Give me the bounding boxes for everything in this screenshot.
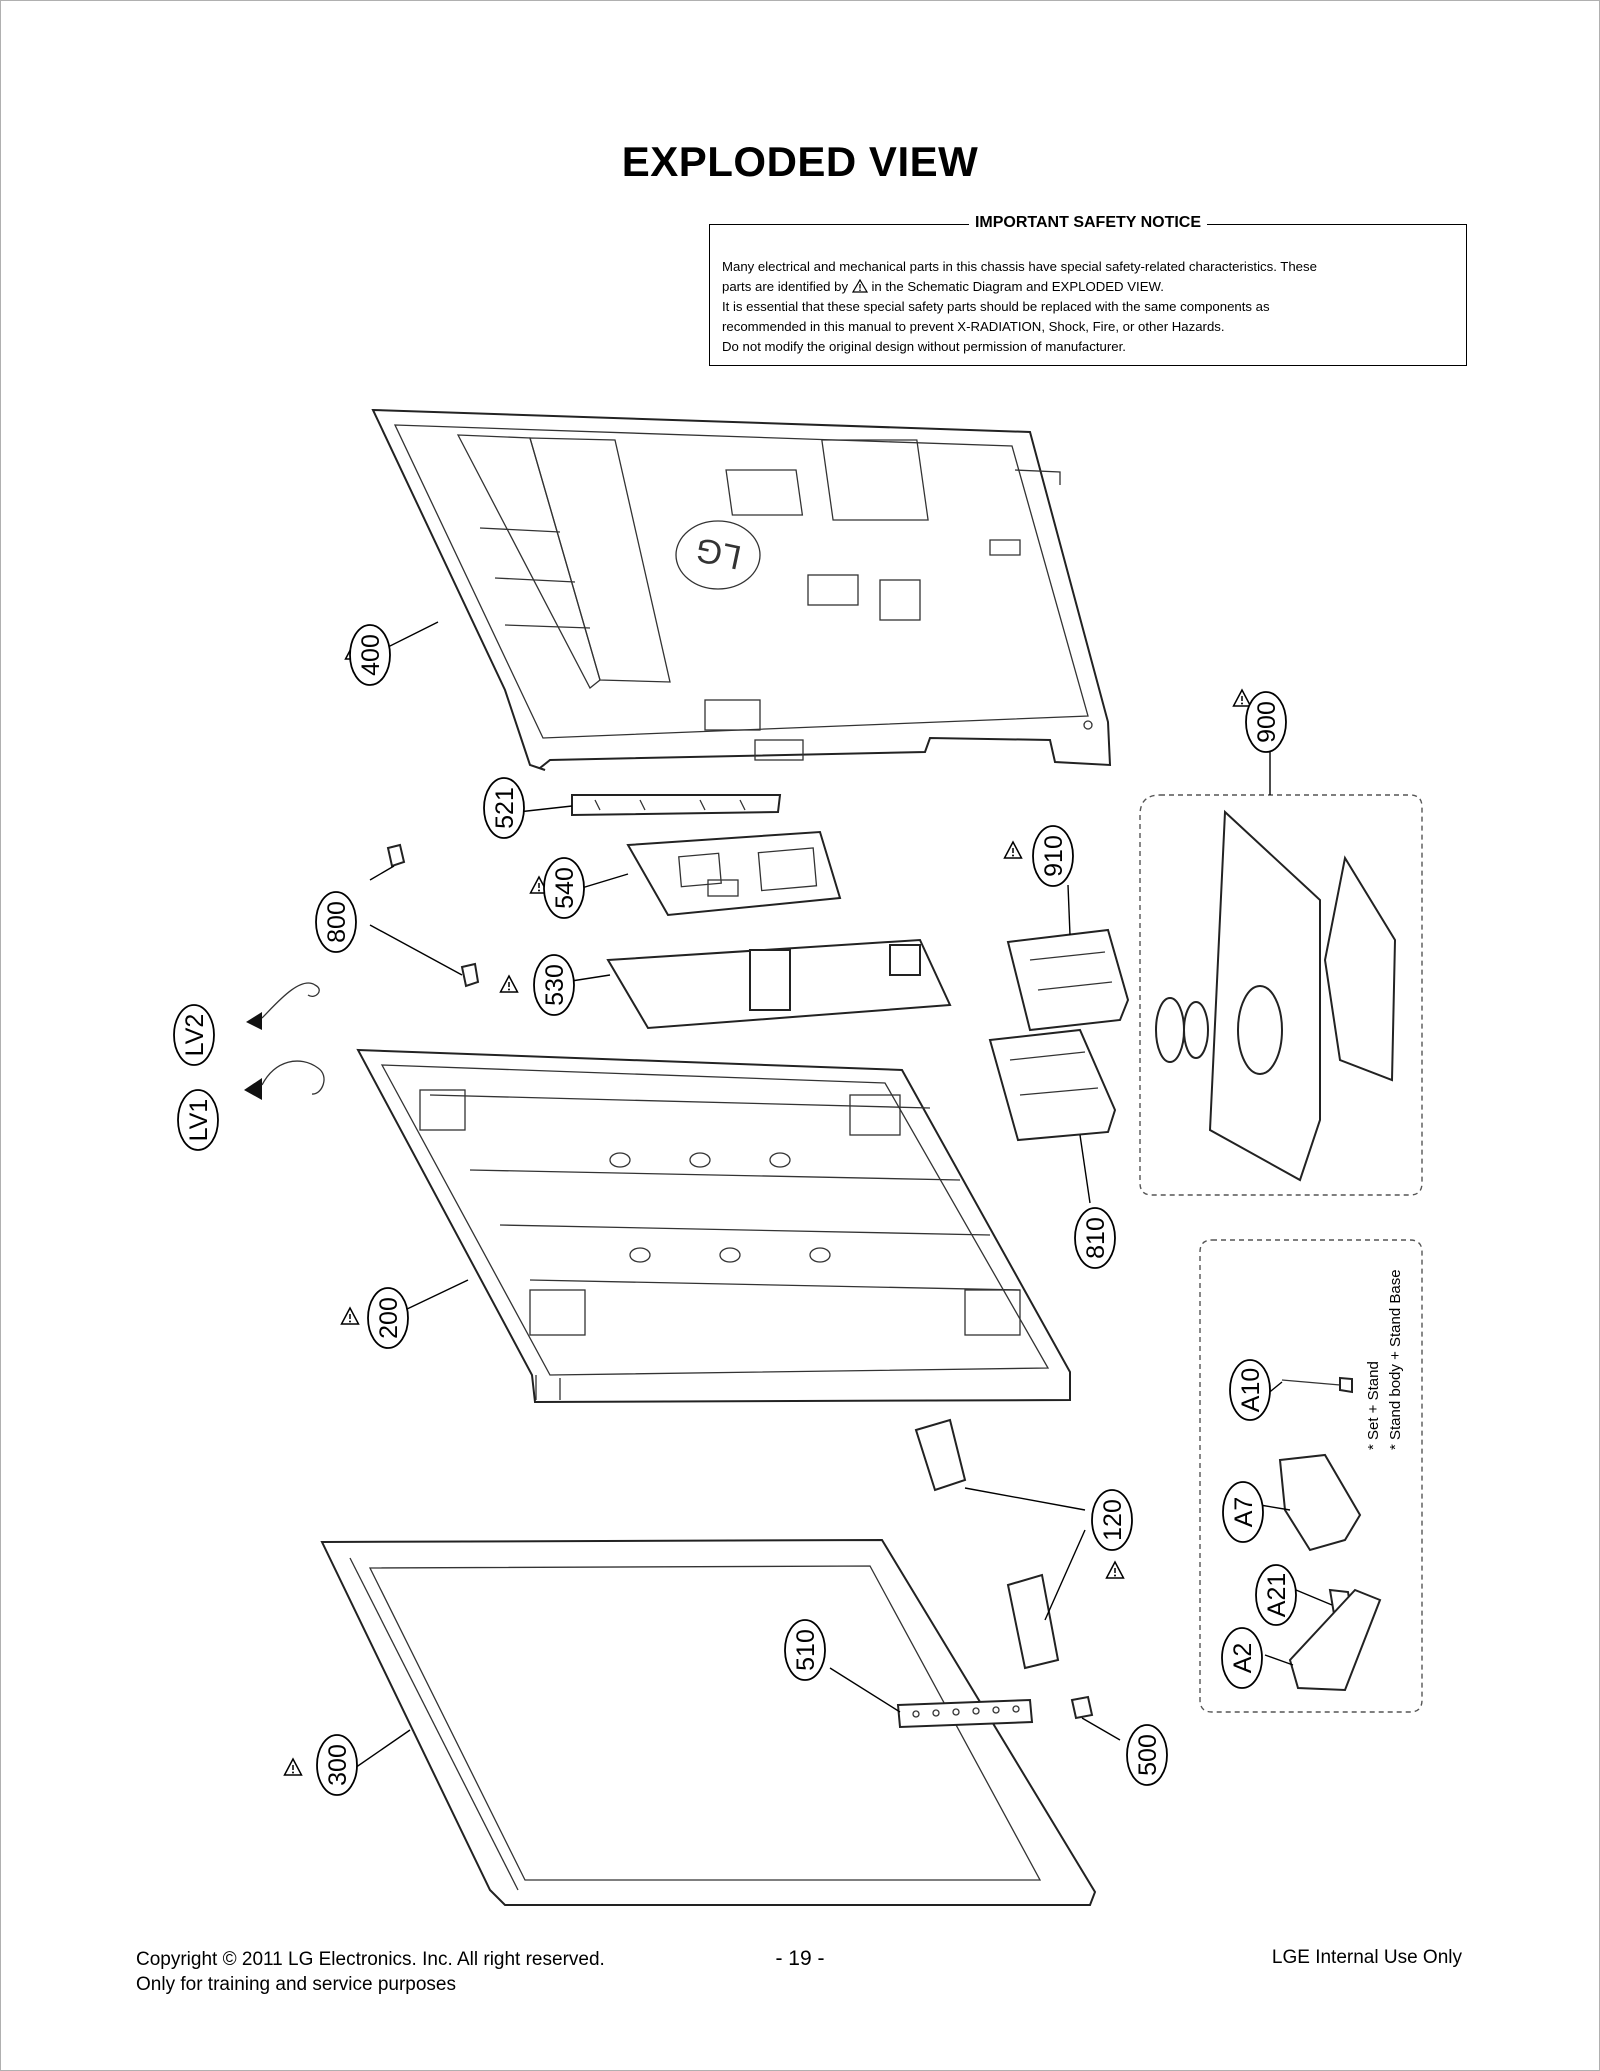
- stand-note-line-1: * Set + Stand: [1365, 1361, 1382, 1450]
- callout-120: 120: [1091, 1489, 1133, 1551]
- footer-left: Copyright © 2011 LG Electronics. Inc. Al…: [136, 1947, 605, 1997]
- svg-text:910: 910: [1040, 835, 1068, 877]
- callout-200: 200: [367, 1287, 409, 1349]
- svg-text:521: 521: [491, 787, 519, 829]
- svg-text:510: 510: [792, 1629, 820, 1671]
- svg-text:800: 800: [323, 901, 351, 943]
- part-900-stand-assembly: [1139, 794, 1423, 1196]
- svg-text:810: 810: [1082, 1217, 1110, 1259]
- svg-text:400: 400: [357, 634, 385, 676]
- callout-a21: A21: [1255, 1564, 1297, 1626]
- notice-line-2: parts are identified by in the Schematic…: [722, 279, 1164, 294]
- warning-triangle-icon: [340, 1307, 360, 1325]
- svg-text:LV1: LV1: [185, 1099, 213, 1142]
- safety-notice-box: IMPORTANT SAFETY NOTICE Many electrical …: [709, 214, 1467, 366]
- warning-triangle-icon: [283, 1758, 303, 1776]
- notice-line-4: recommended in this manual to prevent X-…: [722, 319, 1225, 334]
- callout-lv1: LV1: [177, 1089, 219, 1151]
- part-540-main-board: [626, 830, 842, 917]
- callout-521: 521: [483, 777, 525, 839]
- svg-text:A21: A21: [1263, 1573, 1291, 1617]
- part-lv1-cable: [244, 1060, 325, 1100]
- svg-text:500: 500: [1134, 1734, 1162, 1776]
- part-530-power-board: [606, 938, 952, 1030]
- notice-line-3: It is essential that these special safet…: [722, 299, 1270, 314]
- svg-text:120: 120: [1099, 1499, 1127, 1541]
- part-910-stand-bracket: [1006, 928, 1130, 1032]
- warning-triangle-icon: [1232, 689, 1252, 707]
- svg-text:530: 530: [541, 964, 569, 1006]
- part-lv2-cable: [246, 982, 320, 1030]
- part-810-stand-bracket: [988, 1028, 1117, 1142]
- part-300-front-bezel: [320, 1538, 1097, 1906]
- stand-accessory-group: [1199, 1239, 1423, 1713]
- callout-810: 810: [1074, 1207, 1116, 1269]
- callout-400: 400: [349, 624, 391, 686]
- part-500-ir-sensor: [1070, 1695, 1094, 1720]
- warning-triangle-icon: [1003, 841, 1023, 859]
- callout-300: 300: [316, 1734, 358, 1796]
- leader-lines: [351, 621, 1333, 1771]
- svg-text:A2: A2: [1229, 1643, 1257, 1674]
- notice-line-5: Do not modify the original design withou…: [722, 339, 1126, 354]
- notice-line-1: Many electrical and mechanical parts in …: [722, 259, 1317, 274]
- callout-500: 500: [1126, 1724, 1168, 1786]
- page-number: - 19 -: [775, 1947, 825, 1970]
- part-510-control-bar: [896, 1698, 1034, 1729]
- safety-notice-body: Many electrical and mechanical parts in …: [722, 257, 1454, 357]
- part-521-bracket: [571, 794, 782, 817]
- callout-510: 510: [784, 1619, 826, 1681]
- svg-text:A7: A7: [1230, 1497, 1258, 1528]
- part-400-back-cover: LG: [371, 408, 1112, 771]
- svg-text:540: 540: [551, 867, 579, 909]
- callout-910: 910: [1032, 825, 1074, 887]
- footer-internal-use: LGE Internal Use Only: [1271, 1947, 1462, 1968]
- page-title: EXPLODED VIEW: [621, 138, 979, 185]
- callout-lv2: LV2: [173, 1004, 215, 1066]
- part-800-clips: [369, 843, 480, 988]
- svg-text:200: 200: [375, 1297, 403, 1339]
- callout-a10: A10: [1229, 1359, 1271, 1421]
- warning-triangle-icon: [851, 279, 868, 293]
- safety-notice-heading: IMPORTANT SAFETY NOTICE: [968, 214, 1208, 231]
- warning-triangle-icon: [1105, 1561, 1125, 1579]
- footer-copyright: Copyright © 2011 LG Electronics. Inc. Al…: [136, 1949, 605, 1970]
- footer-training: Only for training and service purposes: [136, 1974, 456, 1995]
- callout-a2: A2: [1221, 1627, 1263, 1689]
- warning-triangle-icon: [499, 975, 519, 993]
- part-120-speakers: [914, 1418, 1060, 1670]
- callout-540: 540: [543, 857, 585, 919]
- svg-text:LV2: LV2: [181, 1014, 209, 1057]
- callout-530: 530: [533, 954, 575, 1016]
- svg-text:A10: A10: [1237, 1368, 1265, 1412]
- stand-note-line-2: * Stand body + Stand Base: [1387, 1269, 1404, 1450]
- callout-800: 800: [315, 891, 357, 953]
- callout-900: 900: [1245, 691, 1287, 753]
- svg-text:900: 900: [1253, 701, 1281, 743]
- part-200-main-frame: [356, 1048, 1071, 1404]
- lg-logo: LG: [692, 530, 744, 577]
- callout-a7: A7: [1222, 1481, 1264, 1543]
- svg-text:300: 300: [324, 1744, 352, 1786]
